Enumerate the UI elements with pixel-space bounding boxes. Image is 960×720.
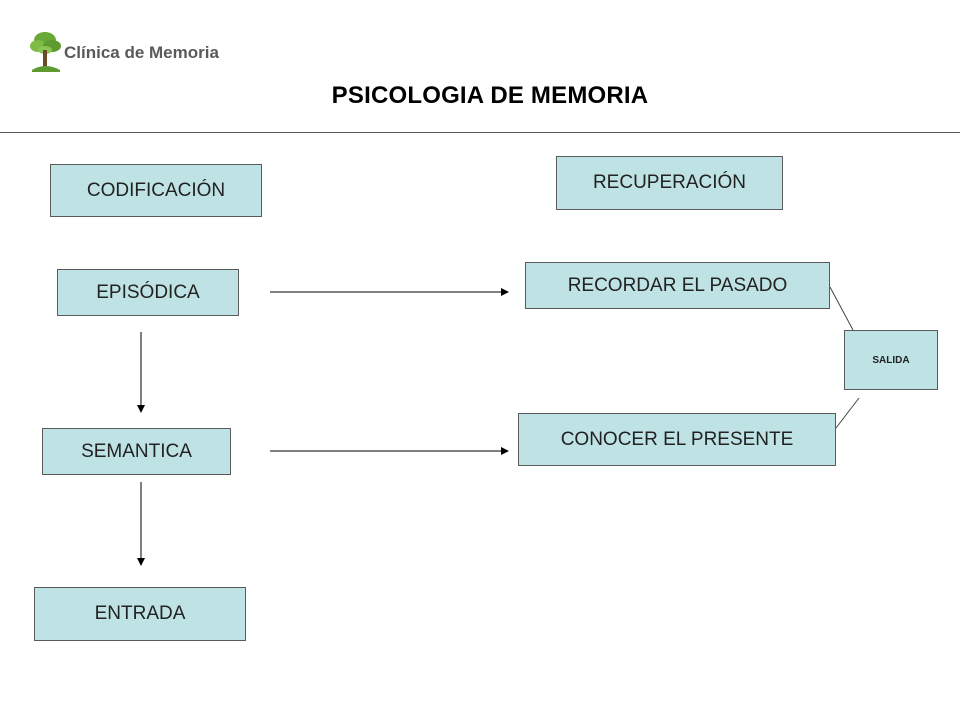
- tree-icon: [30, 32, 61, 72]
- entrada-box: ENTRADA: [34, 587, 246, 641]
- page-title: PSICOLOGIA DE MEMORIA: [331, 82, 649, 109]
- link-conocer-to-salida: [835, 397, 860, 429]
- header-divider: [0, 132, 960, 133]
- episodica-box: EPISÓDICA: [57, 269, 239, 316]
- link-recordar-to-salida: [829, 286, 854, 331]
- recuperacion-box: RECUPERACIÓN: [556, 156, 783, 210]
- salida-box: SALIDA: [844, 330, 938, 390]
- recordar-el-pasado-box: RECORDAR EL PASADO: [525, 262, 830, 309]
- conocer-el-presente-box: CONOCER EL PRESENTE: [518, 413, 836, 466]
- semantica-box: SEMANTICA: [42, 428, 231, 475]
- logo-text: Clínica de Memoria: [64, 43, 219, 62]
- codificacion-box: CODIFICACIÓN: [50, 164, 262, 217]
- clinic-logo: Clínica de Memoria: [30, 30, 240, 80]
